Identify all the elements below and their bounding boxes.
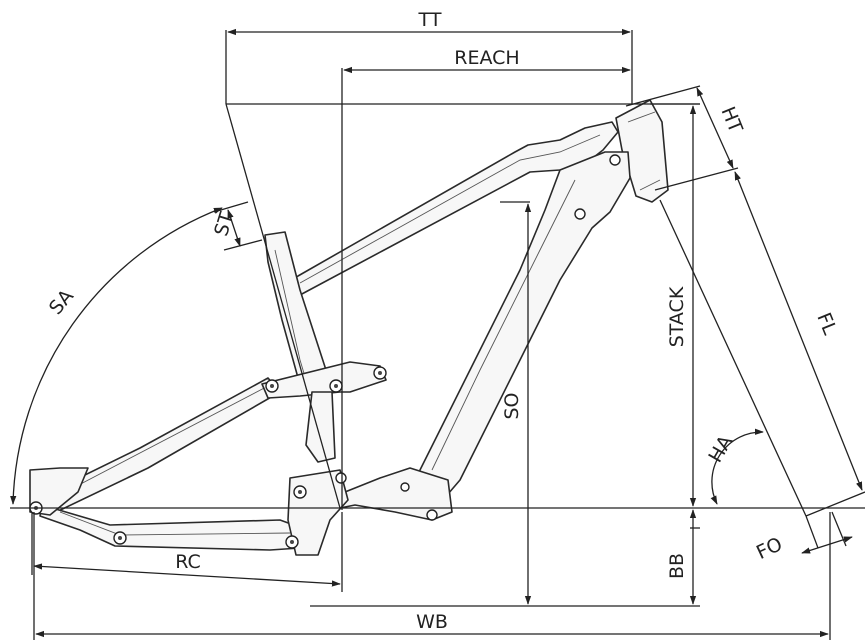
seat-angle-line (225, 103, 341, 509)
seat-tube (264, 231, 327, 393)
label-reach: REACH (454, 47, 519, 69)
label-rc: RC (175, 551, 201, 573)
label-st: ST (210, 209, 238, 238)
st-dimension (227, 209, 241, 247)
label-wb: WB (416, 611, 448, 633)
head-tube-edge (627, 111, 661, 191)
label-fl: FL (812, 310, 841, 339)
fo-dimension (801, 536, 853, 554)
label-so: SO (501, 392, 523, 419)
top-tube-edge (299, 134, 601, 284)
label-sa: SA (45, 285, 78, 319)
ht-dimension (696, 87, 734, 169)
label-stack: STACK (666, 286, 688, 347)
down-tube (409, 151, 631, 516)
label-bb: BB (666, 553, 688, 579)
dimension-lines (10, 28, 865, 640)
sa-arc (10, 207, 223, 505)
bike-frame (29, 99, 669, 556)
seat-stay-edge (49, 384, 271, 501)
fl-dimension (734, 171, 863, 491)
label-ha: HA (704, 432, 737, 467)
chain-stay (39, 504, 303, 551)
pivot-points (29, 154, 621, 549)
rc-dimension (33, 563, 341, 587)
label-fo: FO (753, 533, 786, 564)
ha-arc (710, 428, 764, 505)
down-tube-edge (431, 179, 576, 471)
rocker-link (261, 361, 387, 399)
steering-axis (659, 199, 807, 517)
label-tt: TT (418, 9, 442, 31)
label-ht: HT (717, 104, 747, 137)
